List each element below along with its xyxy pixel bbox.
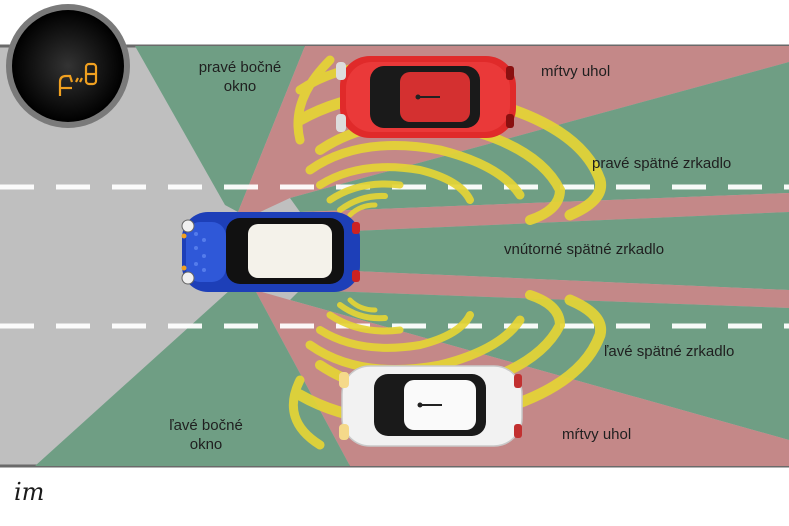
gap-zone-lower [300, 270, 789, 308]
interior-mirror-label: vnútorné spätné zrkadlo [504, 241, 665, 258]
left-window-zone [35, 290, 350, 466]
blind-spot-top-label: mŕtvy uhol [541, 63, 611, 80]
logo: im [14, 478, 45, 506]
blind-spot-indicator [6, 4, 130, 128]
interior-mirror-zone [330, 212, 789, 290]
right-window-zone [135, 46, 305, 212]
white-car [339, 365, 523, 447]
blind-spot-bottom-label: mŕtvy uhol [562, 426, 632, 443]
ego-car [181, 212, 360, 292]
left-side-window-label: ľavé bočné okno [150, 416, 262, 454]
left-mirror-label: ľavé spätné zrkadlo [604, 343, 735, 360]
left-side-window-line2: okno [189, 436, 223, 453]
right-mirror-label: pravé spätné zrkadlo [592, 155, 732, 172]
right-side-window-label: pravé bočné okno [188, 58, 292, 96]
red-car [336, 56, 516, 138]
right-side-window-line2: okno [223, 78, 257, 95]
right-side-window-line1: pravé bočné [198, 59, 282, 76]
right-mirror-zone [290, 62, 789, 212]
left-side-window-line1: ľavé bočné [169, 417, 243, 434]
